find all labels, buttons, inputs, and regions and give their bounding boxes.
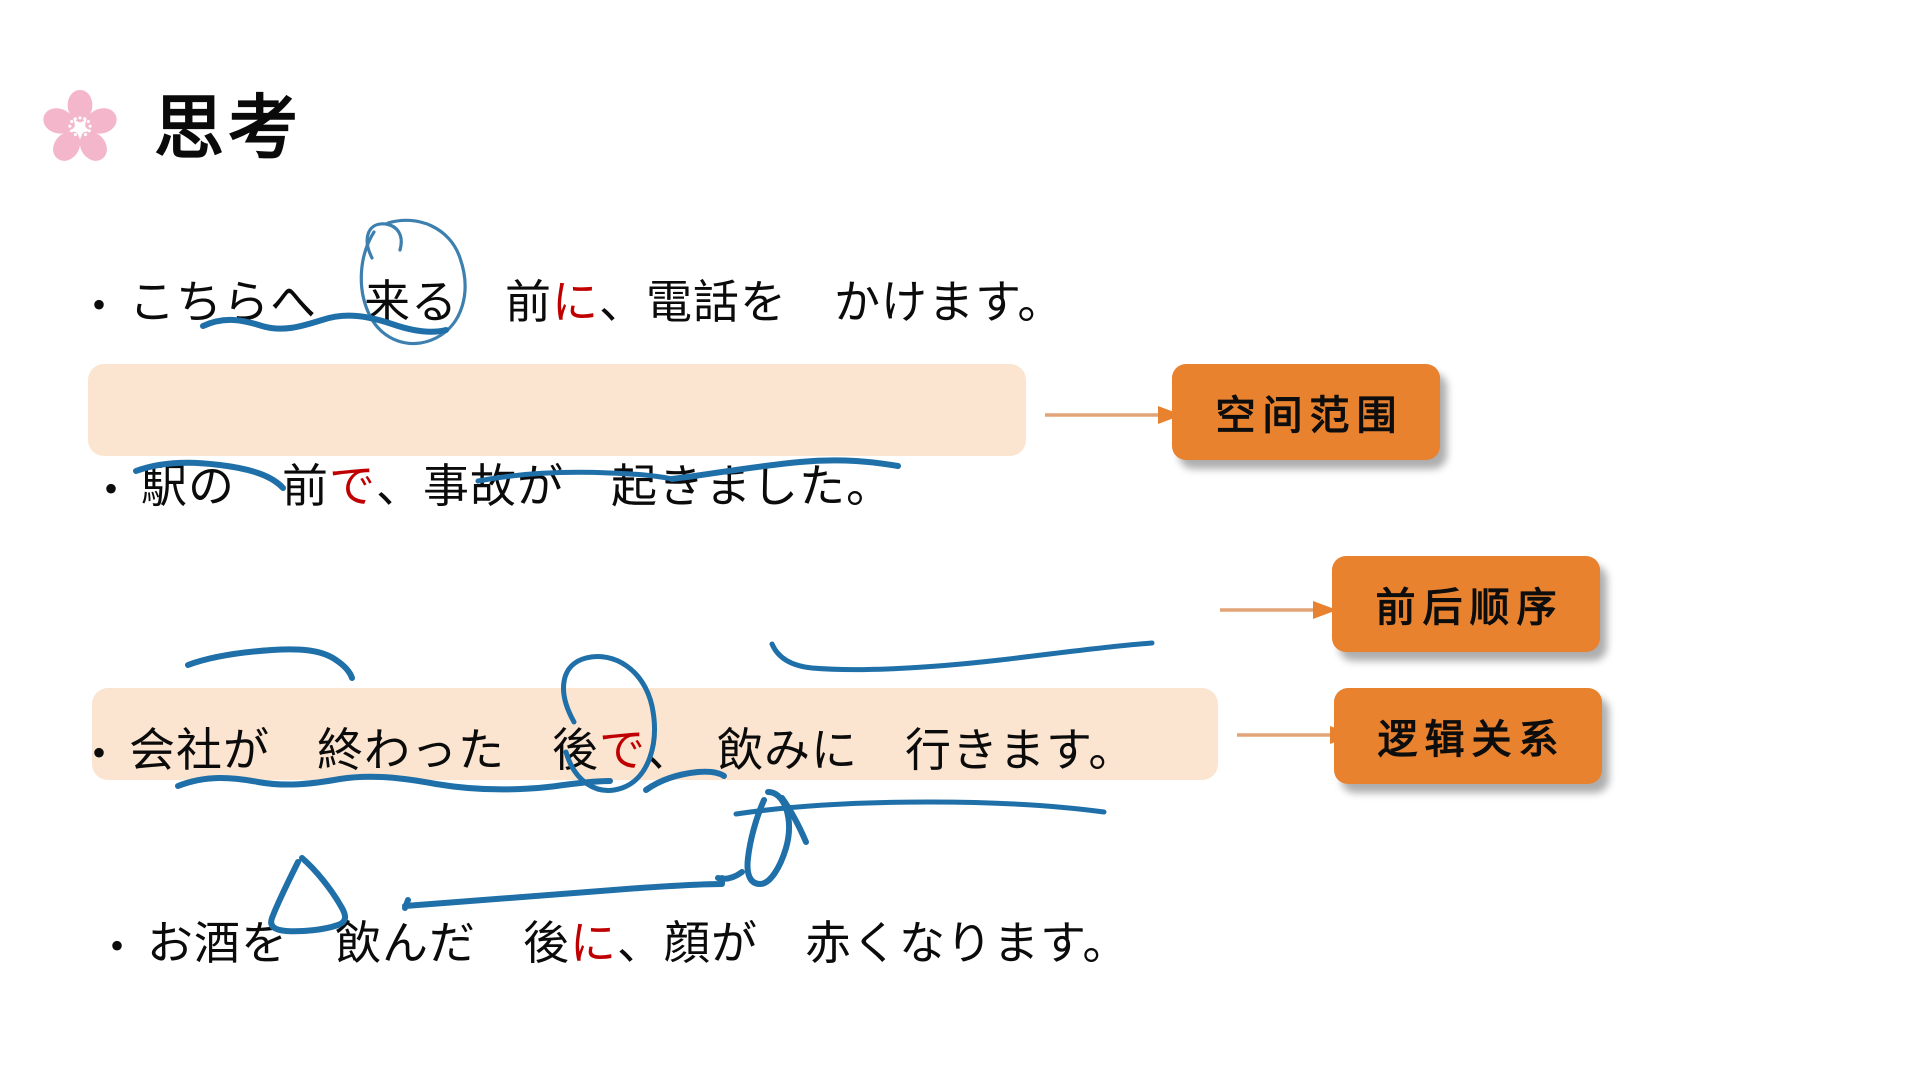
sentence-text-3-part-2: 、 飲みに 行きます。 [646,725,1136,776]
ink-caret-mark [744,789,792,887]
sentence-text-1-part-3: 、電話を かけます。 [599,277,1065,328]
highlight-band-line-2 [88,364,1026,456]
category-chip-sequence[interactable]: 前后顺序 [1332,556,1600,652]
arrow-icon-line-3 [1220,601,1337,619]
particle-ni-line-1: に [552,277,600,328]
page-title: 思考 [154,89,302,167]
sentence-line-2: • 駅の 前 で 、事故が 起きました。 [104,450,1920,516]
ink-underline-kaishaga [185,646,355,681]
sentence-text-4-ato: 後 [523,918,571,969]
ink-caret-hook [715,869,745,882]
bullet-marker-1: • [92,282,108,327]
sentence-text-2-part-1: 駅の 前 [141,461,330,512]
ink-straight-line-mark [402,875,725,911]
ink-circle-kuru [365,222,403,260]
arrow-icon-line-2 [1045,406,1182,424]
sentence-text-4-part-2: 、顔が 赤くなります。 [617,918,1130,969]
chip-label-sequence: 前后顺序 [1375,585,1564,630]
sentence-text-1-part-2: 前 [458,277,553,328]
sentence-line-3: • 会社が 終わった 後 で 、 飲みに 行きます。 [92,714,1920,780]
particle-ni-line-4: に [570,918,618,969]
category-chip-logical-relation[interactable]: 逻辑关系 [1334,688,1602,784]
sentence-text-4-part-1: お酒を 飲んだ [147,918,524,969]
chip-label-logical-relation: 逻辑关系 [1377,717,1566,762]
particle-de-line-3: で [599,725,647,776]
bullet-marker-4: • [110,923,126,968]
sentence-text-1-part-1: こちらへ [129,277,365,328]
ink-underline-nomini-ikimasu [769,640,1155,673]
sentence-text-3-part-1: 会社が 終わった 後 [129,725,600,776]
ink-underline-akakunarimasu [733,799,1107,817]
sakura-flower-icon [39,84,123,165]
sentence-text-1-kuru: 来る [364,277,459,328]
particle-de-line-2: で [329,461,377,512]
ink-caret-stroke [779,795,809,845]
slide-header: 思考 [34,82,302,174]
category-chip-spatial-range[interactable]: 空间范围 [1172,364,1440,460]
bullet-marker-2: • [104,466,120,511]
chip-label-spatial-range: 空间范围 [1215,393,1404,438]
sentence-line-4: • お酒を 飲んだ 後 に 、顔が 赤くなります。 [110,907,1920,973]
bullet-marker-3: • [92,730,108,775]
sentence-text-2-part-2: 、事故が 起きました。 [376,461,894,512]
sentence-line-1: • こちらへ 来る 前 に 、電話を かけます。 [92,266,1920,332]
